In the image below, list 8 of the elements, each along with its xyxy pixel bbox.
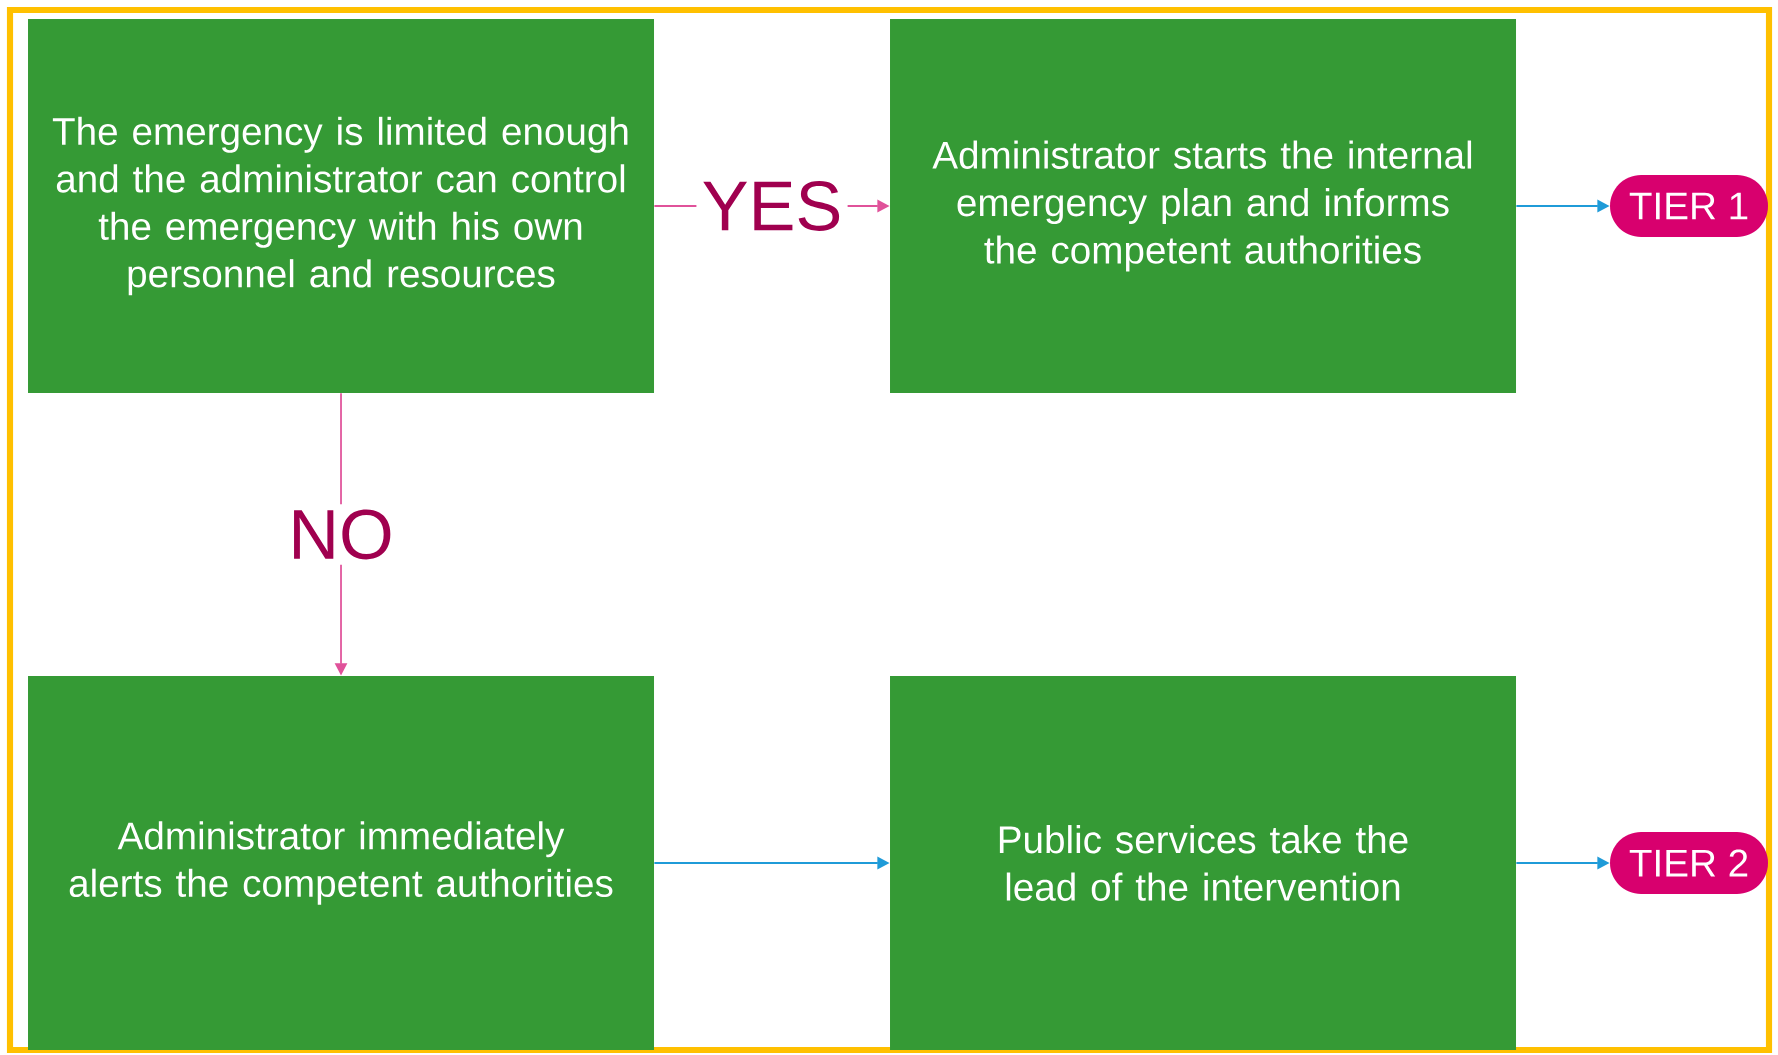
- tier-badge: TIER 1: [1610, 175, 1768, 237]
- tier-badge: TIER 2: [1610, 832, 1768, 894]
- process-box: Administrator starts the internal emergency plan and informs the competent authorities: [890, 19, 1516, 393]
- process-box: Administrator immediately alerts the competent authorities: [28, 676, 654, 1050]
- process-box: The emergency is limited enough and the administrator can control the emergency with his own personnel and resources: [28, 19, 654, 393]
- edge-label: YES: [696, 175, 848, 237]
- edge-label: NO: [283, 504, 399, 565]
- process-box: Public services take the lead of the intervention: [890, 676, 1516, 1050]
